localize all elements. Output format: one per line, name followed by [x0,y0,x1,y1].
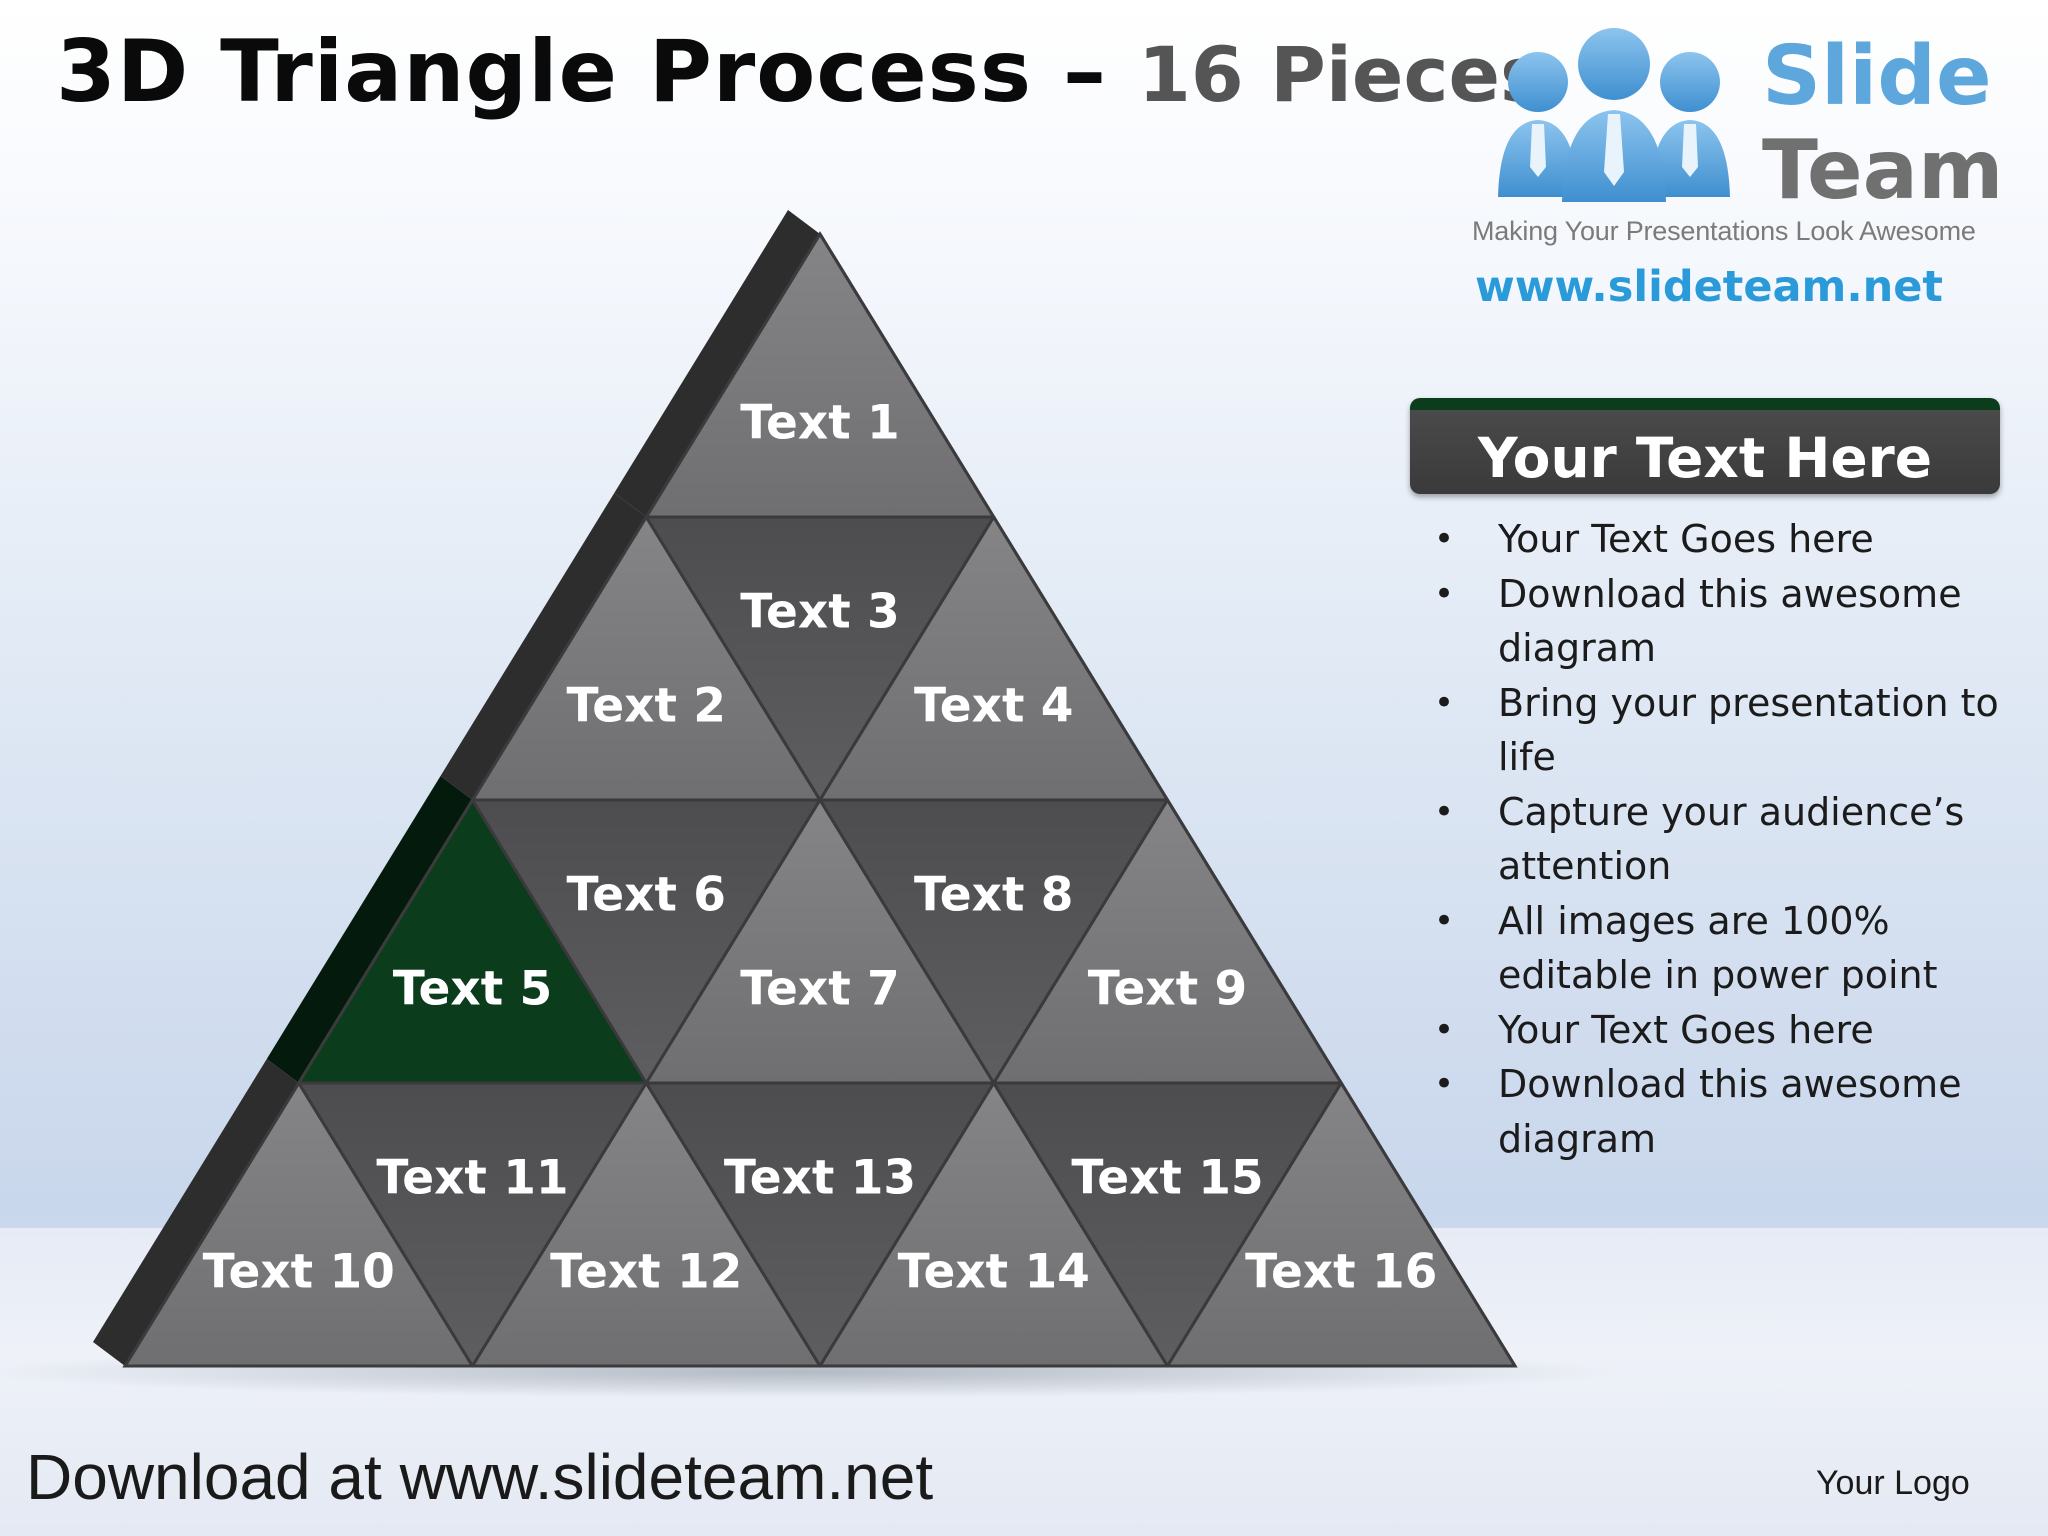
piece-label-text-14: Text 14 [898,1245,1090,1300]
piece-label-text-13: Text 13 [724,1150,916,1205]
bullet-glyph: • [1434,1009,1455,1050]
piece-label-text-12: Text 12 [550,1245,742,1300]
piece-label-text-8: Text 8 [914,867,1074,922]
bullet-item: • Your Text Goes here [1434,1003,2014,1058]
people-group-icon [1498,28,1730,202]
bullet-text: Your Text Goes here [1498,1007,1874,1052]
bullet-item: • All images are 100% editable in power p… [1434,894,2014,1003]
piece-label-text-2: Text 2 [566,679,726,734]
text-box-title: Your Text Here [1477,426,1933,490]
pyramid-side-segment [266,776,473,1083]
piece-label-text-5: Text 5 [393,962,553,1017]
pyramid-side-segment [440,493,647,800]
logo-name-team: Team [1762,123,2004,218]
bullet-text: Download this awesome diagram [1498,1062,1962,1161]
bullet-glyph: • [1434,900,1455,941]
bullet-glyph: • [1434,519,1455,559]
bullet-text: Download this awesome diagram [1498,571,1962,671]
footer-download-link[interactable]: Download at www.slideteam.net [26,1441,934,1513]
piece-label-text-1: Text 1 [740,396,900,451]
text-box-header: Your Text Here [1410,398,2000,494]
bullet-item: • Your Text Goes here [1434,512,2014,567]
logo-url-link[interactable]: www.slideteam.net [1475,262,1943,312]
pyramid-pieces [122,231,1518,1368]
bullet-text: All images are 100% editable in power po… [1498,898,1938,998]
logo-name-slide: Slide [1762,29,1992,124]
bullet-item: • Download this awesome diagram [1434,567,2014,676]
piece-label-text-10: Text 10 [203,1245,395,1300]
piece-label-text-11: Text 11 [376,1150,568,1205]
piece-label-text-6: Text 6 [566,867,726,922]
bullet-glyph: • [1434,682,1455,723]
slideteam-logo[interactable]: Slide Team Making Your Presentations Loo… [1470,18,2030,312]
bullet-item: • Bring your presentation to life [1434,676,2014,785]
bullet-item: • Download this awesome diagram [1434,1057,2014,1166]
pyramid-side-segment [93,1059,299,1366]
page-title-sub: 16 Pieces [1137,30,1546,119]
piece-label-text-7: Text 7 [740,962,900,1017]
bullet-glyph: • [1434,573,1455,614]
bullet-glyph: • [1434,791,1455,832]
logo-tagline: Making Your Presentations Look Awesome [1472,216,1976,246]
bullet-item: • Capture your audience’s attention [1434,785,2014,894]
piece-label-text-16: Text 16 [1245,1245,1437,1300]
pyramid-side-faces [93,210,820,1366]
pyramid-side-segment [614,210,820,517]
piece-label-text-3: Text 3 [740,584,900,639]
piece-label-text-9: Text 9 [1088,962,1248,1017]
page-title-main: 3D Triangle Process – [56,22,1138,122]
pyramid-outline [122,231,1518,1368]
footer-logo-placeholder: Your Logo [1816,1464,1970,1502]
bullet-text: Your Text Goes here [1498,517,1874,561]
bullet-glyph: • [1434,1064,1455,1104]
piece-label-text-15: Text 15 [1071,1150,1263,1205]
piece-label-text-4: Text 4 [914,679,1074,734]
bullet-list: • Your Text Goes here • Download this awes… [1434,512,2014,1166]
page-title: 3D Triangle Process – 16 Pieces [56,22,1545,122]
bullet-text: Capture your audience’s attention [1498,789,1965,889]
bullet-text: Bring your presentation to life [1498,680,1999,780]
